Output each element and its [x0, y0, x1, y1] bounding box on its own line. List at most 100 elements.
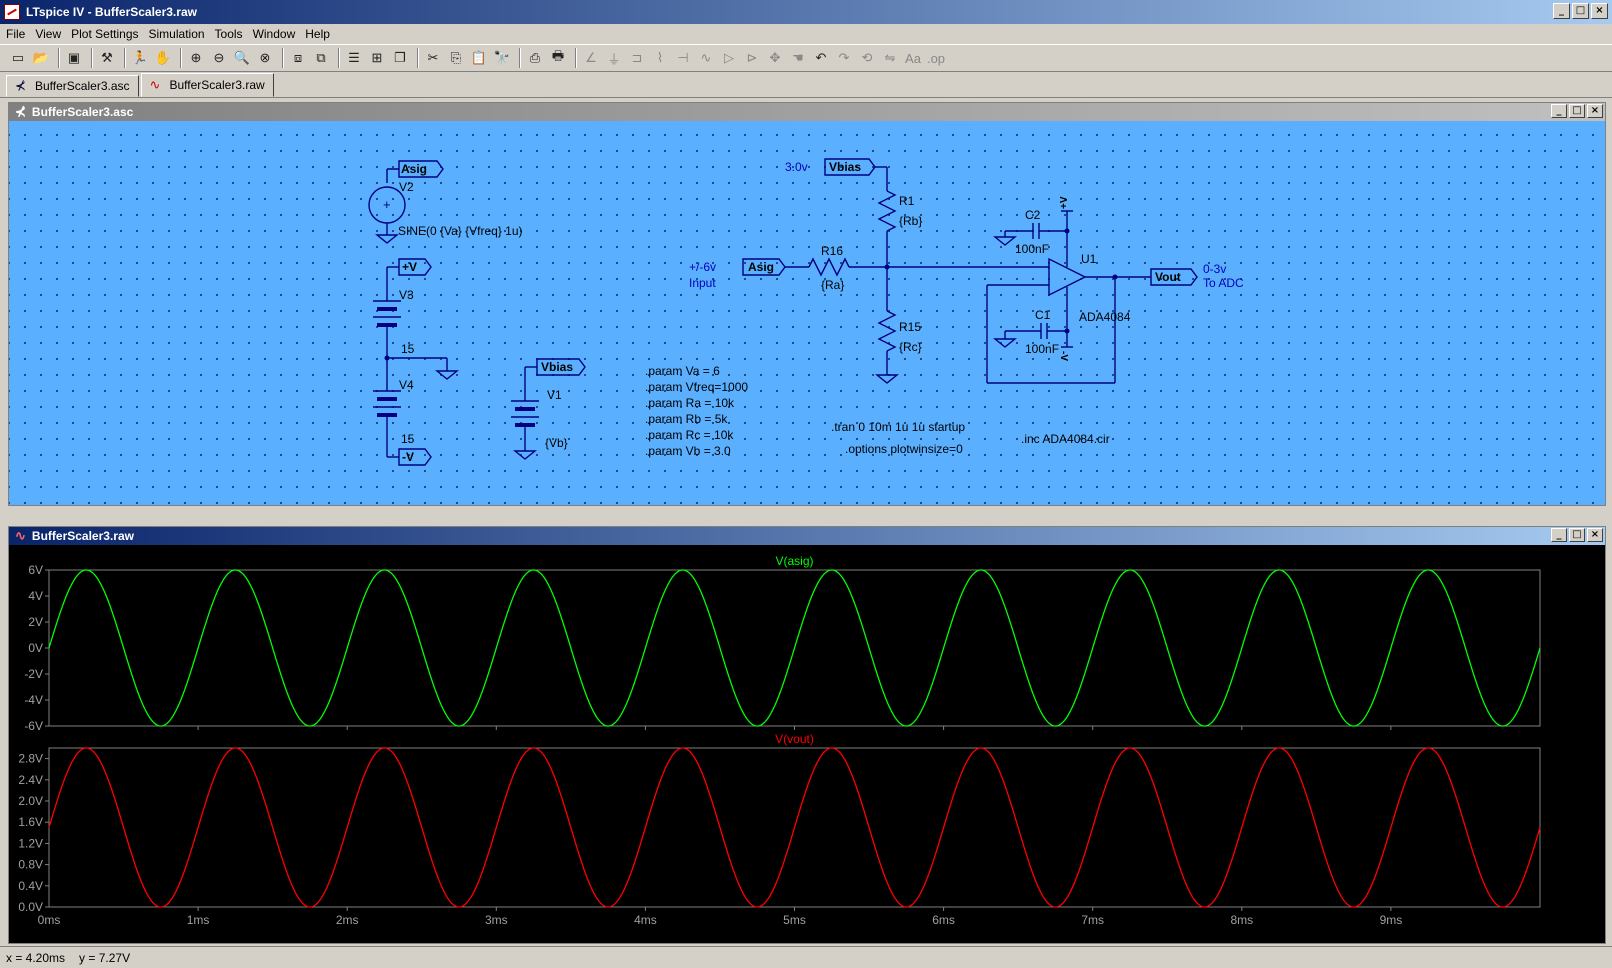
vplus-flag[interactable]: +V: [402, 260, 417, 274]
move-icon[interactable]: ✥: [769, 50, 781, 65]
r15-value[interactable]: {Rc}: [899, 340, 922, 354]
param-ra[interactable]: .param Ra = 10k: [645, 396, 735, 410]
output-text[interactable]: To ADC: [1203, 276, 1244, 290]
r15-label[interactable]: R15: [899, 320, 921, 334]
c1-value[interactable]: 100nF: [1025, 342, 1059, 356]
new-schematic-icon[interactable]: ▭: [11, 50, 25, 65]
close-button[interactable]: ×: [1591, 3, 1608, 19]
r1-label[interactable]: R1: [899, 194, 915, 208]
v3-value[interactable]: 15: [401, 342, 415, 356]
open-icon[interactable]: 📂: [32, 50, 50, 65]
rotate-icon[interactable]: ⟲: [861, 50, 873, 65]
text-icon[interactable]: Aa: [905, 50, 921, 66]
v3-label[interactable]: V3: [399, 288, 414, 302]
vbias-flag-left[interactable]: Vbias: [541, 360, 573, 374]
asig-flag[interactable]: Asig: [401, 162, 427, 176]
schematic-canvas[interactable]: Asig V2 + SINE(0 {Va} {Vfreq} 1u) +V V3 …: [9, 121, 1605, 505]
v2-label[interactable]: V2: [399, 180, 414, 194]
schematic-drawing[interactable]: Asig V2 + SINE(0 {Va} {Vfreq} 1u) +V V3 …: [9, 121, 1605, 505]
options-directive[interactable]: .options plotwinsize=0: [845, 442, 963, 456]
waveform-plots[interactable]: V(asig)6V4V2V0V-2V-4V-6VV(vout)2.8V2.4V2…: [9, 545, 1605, 943]
menu-simulation[interactable]: Simulation: [148, 27, 205, 41]
close-button[interactable]: ×: [1587, 104, 1603, 118]
param-va[interactable]: .param Va = 6: [645, 364, 720, 378]
spice-directive-icon[interactable]: .op: [926, 50, 946, 66]
vminus-flag[interactable]: -V: [402, 450, 414, 464]
c2-value[interactable]: 100nF: [1015, 242, 1049, 256]
inductor-icon[interactable]: ∿: [700, 50, 712, 65]
zoom-fit-icon[interactable]: ⊗: [259, 50, 271, 65]
resistor-icon[interactable]: ⌇: [656, 50, 664, 65]
param-rc[interactable]: .param Rc = 10k: [645, 428, 734, 442]
capacitor-icon[interactable]: ⊣: [677, 50, 689, 65]
u1-label[interactable]: U1: [1081, 252, 1097, 266]
run-icon[interactable]: 🏃: [131, 50, 149, 65]
v4-label[interactable]: V4: [399, 378, 414, 392]
drag-icon[interactable]: ☚: [792, 50, 804, 65]
tile-vertical-icon[interactable]: ⊞: [371, 50, 383, 65]
vbias-flag[interactable]: Vbias: [829, 160, 861, 174]
paste-icon[interactable]: 📋: [470, 50, 488, 65]
print-icon[interactable]: 🖶: [551, 48, 565, 63]
halt-icon[interactable]: ✋: [154, 50, 172, 65]
component-icon[interactable]: ⊳: [746, 50, 758, 65]
maximize-button[interactable]: □: [1569, 104, 1585, 118]
input-range[interactable]: +/-6v: [689, 260, 716, 274]
mirror-icon[interactable]: ⇋: [884, 50, 896, 65]
minimize-button[interactable]: _: [1551, 528, 1567, 542]
output-range[interactable]: 0-3v: [1203, 262, 1226, 276]
print-setup-icon[interactable]: ⎙: [529, 50, 541, 65]
r1-value[interactable]: {Rb}: [899, 214, 922, 228]
tab-schematic[interactable]: ⊀ BufferScaler3.asc: [6, 75, 139, 97]
input-text[interactable]: Input: [689, 276, 716, 290]
undo-icon[interactable]: ↶: [815, 50, 827, 65]
param-vb[interactable]: .param Vb = 3.0: [645, 444, 731, 458]
ground-icon[interactable]: ⏚: [607, 51, 621, 67]
param-rb[interactable]: .param Rb = 5k: [645, 412, 728, 426]
menu-plot-settings[interactable]: Plot Settings: [71, 27, 139, 41]
v1-value[interactable]: {Vb}: [545, 436, 568, 450]
cut-icon[interactable]: ✂: [427, 50, 439, 65]
bias-note[interactable]: 3.0v: [785, 160, 808, 174]
label-icon[interactable]: ⊐: [631, 50, 643, 65]
diode-icon[interactable]: ▷: [724, 50, 734, 65]
menu-help[interactable]: Help: [305, 27, 330, 41]
vout-flag[interactable]: Vout: [1155, 270, 1181, 284]
copy-icon[interactable]: ⎘: [450, 50, 462, 65]
zoom-out-icon[interactable]: ⊖: [213, 50, 225, 65]
maximize-button[interactable]: □: [1572, 3, 1589, 19]
inc-directive[interactable]: .inc ADA4084.cir: [1021, 432, 1110, 446]
param-vfreq[interactable]: .param Vfreq=1000: [645, 380, 748, 394]
menu-view[interactable]: View: [35, 27, 62, 41]
wire-icon[interactable]: ∠: [585, 50, 597, 65]
find-icon[interactable]: 🔭: [493, 50, 511, 65]
autorange-icon[interactable]: ⧈: [293, 50, 303, 65]
sine-value[interactable]: SINE(0 {Va} {Vfreq} 1u): [398, 224, 523, 238]
asig-input-flag[interactable]: Asig: [748, 260, 774, 274]
v4-value[interactable]: 15: [401, 432, 415, 446]
maximize-button[interactable]: □: [1569, 528, 1585, 542]
minimize-button[interactable]: _: [1553, 3, 1570, 19]
menu-tools[interactable]: Tools: [214, 27, 243, 41]
c1-label[interactable]: C1: [1035, 308, 1051, 322]
zoom-in-icon[interactable]: ⊕: [190, 50, 202, 65]
c2-label[interactable]: C2: [1025, 208, 1041, 222]
close-button[interactable]: ×: [1587, 528, 1603, 542]
v1-label[interactable]: V1: [547, 388, 562, 402]
u1-model[interactable]: ADA4084: [1079, 310, 1131, 324]
add-trace-icon[interactable]: ⧉: [316, 50, 326, 65]
tab-waveform[interactable]: ∿ BufferScaler3.raw: [140, 73, 274, 97]
zoom-area-icon[interactable]: 🔍: [233, 50, 251, 65]
menu-file[interactable]: File: [6, 27, 26, 41]
cascade-icon[interactable]: ❐: [394, 50, 406, 65]
menu-window[interactable]: Window: [252, 27, 296, 41]
control-panel-icon[interactable]: ⚒: [101, 50, 113, 65]
save-icon[interactable]: ▣: [67, 50, 81, 65]
tran-directive[interactable]: .tran 0 10m 1u 1u startup: [831, 420, 965, 434]
r16-value[interactable]: {Ra}: [821, 278, 844, 292]
tile-horizontal-icon[interactable]: ☰: [348, 50, 360, 65]
minimize-button[interactable]: _: [1551, 104, 1567, 118]
redo-icon[interactable]: ↷: [838, 50, 850, 65]
r16-label[interactable]: R16: [821, 244, 843, 258]
